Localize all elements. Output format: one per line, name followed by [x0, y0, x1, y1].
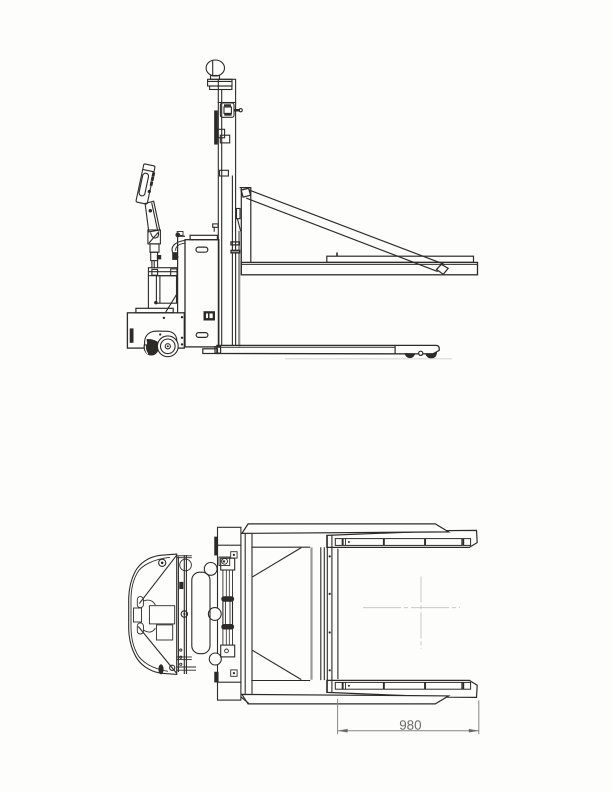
svg-text:980: 980	[399, 718, 421, 733]
